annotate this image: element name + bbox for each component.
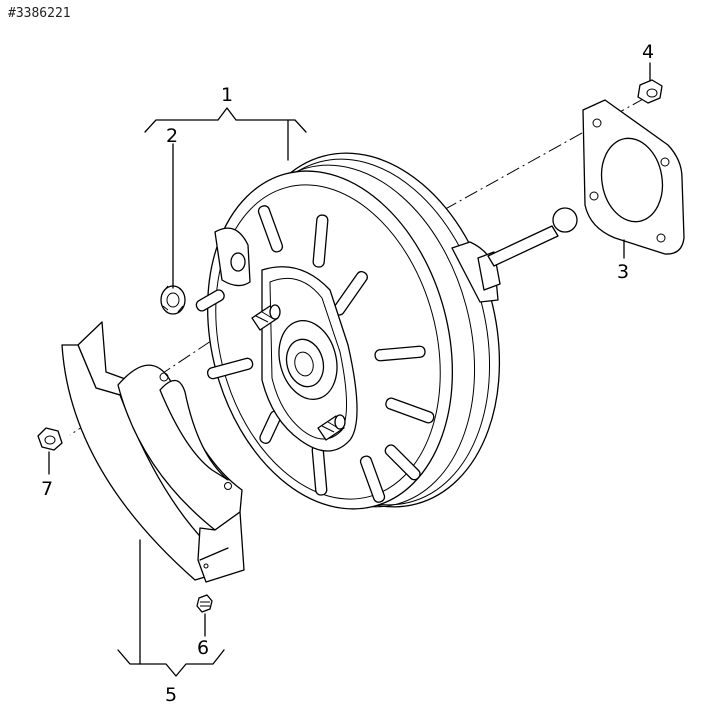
callout-7: 7 — [41, 478, 53, 500]
callout-3: 3 — [617, 261, 629, 283]
brake-booster — [195, 152, 578, 510]
callout-6: 6 — [197, 637, 209, 659]
washer-nut — [160, 285, 186, 315]
callout-2: 2 — [166, 125, 178, 147]
booster-ribs — [195, 205, 435, 503]
nut-left — [37, 427, 63, 451]
shield-plate — [61, 321, 245, 583]
mounting-studs — [251, 304, 346, 441]
callout-4: 4 — [642, 41, 654, 63]
nut-top — [637, 79, 663, 104]
callout-5: 5 — [165, 684, 177, 706]
gasket — [582, 99, 685, 255]
nut-bottom — [196, 594, 213, 613]
leader-lines — [48, 62, 651, 677]
callout-labels: 1 2 3 4 5 6 7 — [41, 41, 654, 706]
callout-1: 1 — [221, 84, 233, 106]
diagram-reference-number: #3386221 — [8, 6, 71, 21]
